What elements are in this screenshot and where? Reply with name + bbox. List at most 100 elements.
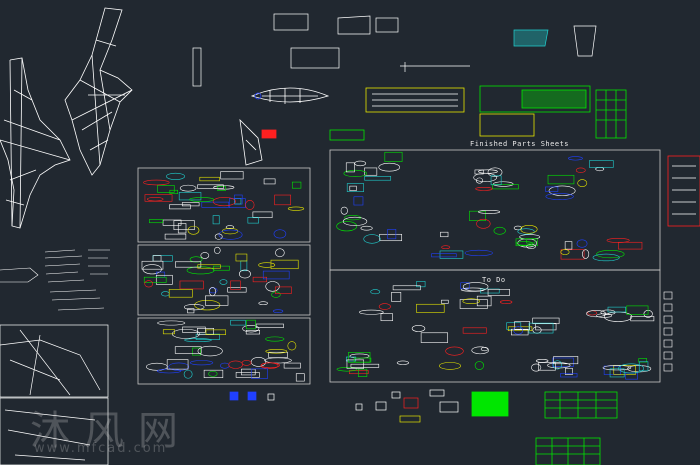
part-outline bbox=[606, 238, 630, 243]
part-outline bbox=[283, 362, 301, 369]
part-outline bbox=[560, 249, 585, 260]
part-outline bbox=[246, 319, 256, 330]
part-outline bbox=[445, 346, 464, 356]
part-outline bbox=[462, 298, 480, 305]
part-outline bbox=[178, 192, 202, 201]
part-outline bbox=[439, 250, 464, 259]
part-outline bbox=[201, 201, 230, 208]
part-outline bbox=[535, 359, 549, 363]
part-outline bbox=[346, 183, 364, 192]
parts-sheet-row-top bbox=[329, 85, 627, 141]
part-outline bbox=[199, 176, 220, 182]
part-outline bbox=[203, 369, 224, 378]
part-outline bbox=[568, 156, 583, 161]
part-outline bbox=[493, 181, 514, 187]
part-outline bbox=[380, 313, 393, 322]
part-outline bbox=[221, 228, 239, 235]
parts-sheet-frame-1 bbox=[137, 167, 311, 385]
small-part-outlines-top bbox=[192, 13, 597, 87]
part-outline bbox=[462, 282, 489, 292]
part-outline bbox=[179, 184, 197, 192]
part-outline bbox=[343, 169, 367, 177]
small-part-box bbox=[663, 351, 673, 360]
part-outline bbox=[547, 362, 571, 369]
part-outline bbox=[609, 368, 625, 378]
part-outline bbox=[342, 216, 368, 226]
part-outline bbox=[511, 328, 529, 336]
part-outline bbox=[519, 234, 541, 240]
part-outline bbox=[618, 241, 643, 250]
part-outline bbox=[245, 330, 260, 335]
part-outline bbox=[441, 245, 451, 250]
part-outline bbox=[169, 189, 178, 195]
part-outline bbox=[441, 299, 449, 304]
part-outline bbox=[478, 210, 501, 214]
part-outline bbox=[175, 261, 202, 268]
part-outline bbox=[258, 262, 276, 268]
wing-outline-bottom-left bbox=[0, 324, 109, 465]
part-outline bbox=[209, 286, 216, 297]
part-outline bbox=[589, 160, 614, 168]
part-outline bbox=[638, 358, 648, 363]
part-outline bbox=[184, 338, 212, 342]
part-outline bbox=[439, 362, 462, 370]
part-outline bbox=[416, 281, 426, 288]
part-outline bbox=[490, 175, 502, 186]
part-outline bbox=[560, 249, 570, 255]
tail-fin-sketch bbox=[239, 118, 277, 166]
part-outline bbox=[378, 303, 391, 310]
part-outline bbox=[396, 360, 410, 365]
part-outline bbox=[271, 291, 281, 298]
part-outline bbox=[200, 252, 210, 259]
part-outline bbox=[238, 269, 251, 279]
part-outline bbox=[258, 301, 268, 306]
part-outline bbox=[378, 162, 401, 172]
part-outline bbox=[545, 186, 559, 192]
part-outline bbox=[143, 179, 170, 186]
part-outline bbox=[528, 322, 554, 334]
part-outline bbox=[250, 368, 268, 379]
part-outline bbox=[392, 285, 421, 291]
part-outline bbox=[260, 362, 279, 370]
part-outline bbox=[197, 264, 221, 269]
part-outline bbox=[576, 239, 588, 248]
part-outline bbox=[526, 238, 536, 244]
part-outline bbox=[565, 367, 573, 375]
part-outline bbox=[164, 233, 187, 240]
part-outline bbox=[179, 280, 204, 290]
bottom-green-blocks bbox=[471, 391, 618, 465]
part-outline bbox=[291, 181, 302, 189]
part-outline bbox=[560, 373, 578, 378]
parts-cluster-right bbox=[336, 151, 655, 380]
part-outline bbox=[471, 346, 489, 355]
part-outline bbox=[548, 185, 576, 196]
part-outline bbox=[213, 185, 235, 190]
part-outline bbox=[187, 225, 200, 235]
part-outline bbox=[420, 332, 448, 343]
part-outline bbox=[464, 249, 493, 257]
part-outline bbox=[513, 326, 524, 335]
part-outline bbox=[168, 289, 193, 298]
part-outline bbox=[250, 357, 267, 367]
part-outline bbox=[480, 347, 489, 352]
part-outline bbox=[552, 360, 563, 370]
part-outline bbox=[265, 336, 285, 342]
part-outline bbox=[235, 372, 260, 378]
watermark-url: www.mfcad.com bbox=[34, 441, 168, 456]
part-outline bbox=[241, 368, 256, 376]
part-outline bbox=[152, 255, 162, 262]
part-outline bbox=[213, 246, 221, 254]
flying-wing-planform-left bbox=[0, 57, 71, 229]
part-outline bbox=[295, 373, 305, 382]
part-outline bbox=[205, 329, 226, 335]
part-outline bbox=[212, 215, 220, 225]
part-outline bbox=[262, 270, 290, 280]
part-outline bbox=[357, 368, 368, 377]
part-outline bbox=[197, 345, 223, 357]
part-outline bbox=[340, 206, 348, 215]
part-outline bbox=[592, 253, 620, 262]
part-outline bbox=[387, 229, 397, 240]
small-part-box bbox=[663, 303, 673, 312]
part-outline bbox=[603, 365, 621, 375]
